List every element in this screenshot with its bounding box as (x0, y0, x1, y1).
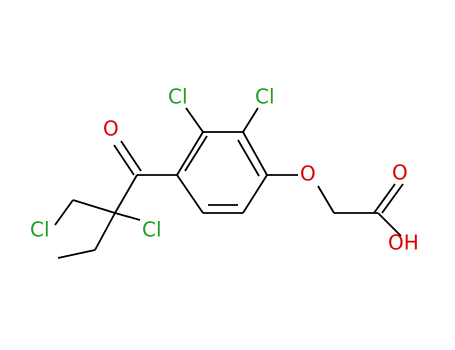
bond-c2-cl (185, 107, 204, 133)
bond-ring-c1-c2-inner (184, 135, 208, 172)
atom-o-ketone: O (103, 117, 119, 141)
atom-o-ether: O (300, 162, 316, 186)
bond-ketone-quaternary (114, 174, 138, 214)
bond-ring-c1-c2 (176, 131, 204, 176)
bond-c-oh (377, 212, 402, 237)
bond-c-o-ketone-a (113, 144, 135, 176)
bond-ring-c3-c4 (242, 131, 268, 176)
atom-cl-ring-right: Cl (255, 85, 275, 109)
bond-c3-cl (242, 107, 259, 133)
bond-ring-c3-c4-inner (237, 139, 260, 177)
atom-cl-chloromethyl: Cl (30, 218, 50, 242)
atom-labels: Cl Cl O O O OH Cl Cl (30, 85, 419, 255)
bond-o-ether-ch2 (317, 185, 335, 214)
bond-c-o-double-b (381, 183, 404, 214)
bond-c-o-double-a (373, 183, 396, 214)
atom-cl-quaternary: Cl (142, 218, 162, 242)
bond-c-o-ketone-b (120, 140, 142, 172)
atom-oh-acid: OH (388, 231, 419, 255)
bond-ch2-cl (54, 199, 74, 226)
atom-cl-ring-left: Cl (168, 85, 188, 109)
bonds (54, 107, 404, 259)
bond-ethyl-methyl (57, 249, 96, 259)
atom-o-carbonyl: O (392, 161, 408, 185)
bond-quaternary-cl (114, 212, 141, 221)
bond-quaternary-ethyl (94, 212, 116, 251)
bond-quaternary-ch2cl (72, 199, 116, 214)
bond-ring-c4-c5 (242, 174, 268, 214)
bond-ring-c6-c1 (176, 174, 204, 214)
